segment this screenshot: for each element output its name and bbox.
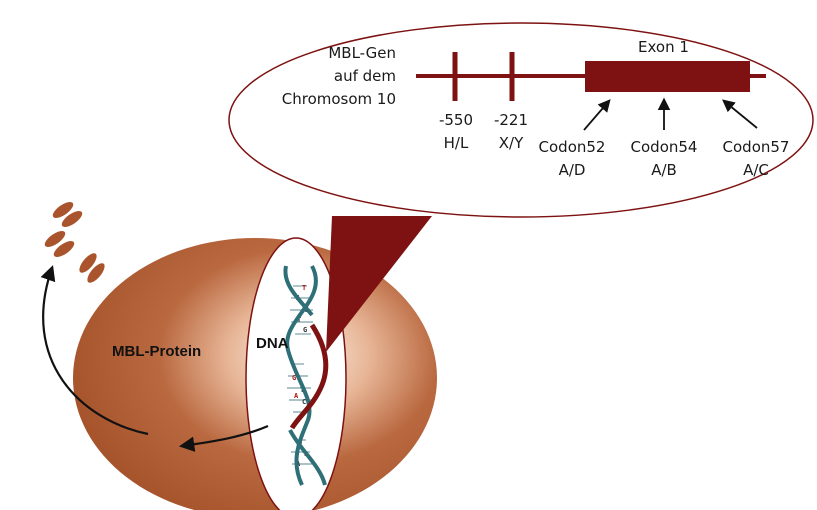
gene-map [416,52,766,101]
zoom-wedge [326,216,432,352]
codon-name: Codon52 [539,138,606,156]
promoter-alleles: H/L [444,134,469,152]
svg-text:A: A [294,392,299,400]
dna-label: DNA [256,335,289,352]
gene-title-line-1: MBL-Gen [328,44,396,62]
secretion-arrow [40,265,149,436]
promoter-position: -221 [494,111,528,129]
gene-title-line-2: auf dem [334,67,396,85]
promoter-position: -550 [439,111,473,129]
svg-text:C: C [302,398,306,406]
svg-text:T: T [302,284,306,292]
codon-name: Codon57 [723,138,790,156]
dna-helix: A C T T G G T A C G T A [283,265,329,486]
codon-57-arrow [722,99,758,129]
transport-arrow [178,424,269,452]
exon-label: Exon 1 [638,38,689,56]
protein-label: MBL-Protein [112,343,201,360]
codon-name: Codon54 [631,138,698,156]
protein-particles [44,201,105,283]
codon-52-arrow [583,99,611,131]
codon-alleles: A/B [651,161,677,179]
exon-1-box [585,61,750,92]
promoter-alleles: X/Y [499,134,524,152]
gene-title-line-3: Chromosom 10 [282,90,396,108]
svg-text:G: G [292,374,296,382]
codon-alleles: A/D [559,161,586,179]
svg-text:T: T [297,316,301,324]
svg-text:G: G [303,326,307,334]
codon-alleles: A/C [743,161,769,179]
